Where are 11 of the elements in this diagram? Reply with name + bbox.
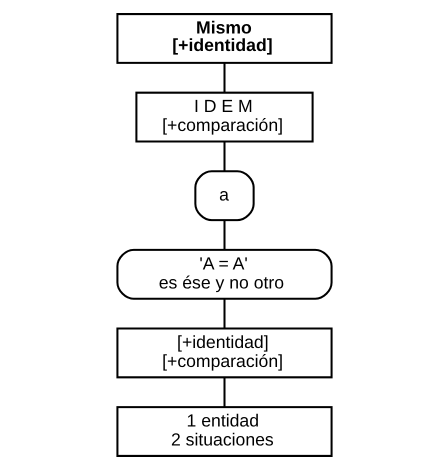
connector bbox=[222, 298, 226, 328]
connector bbox=[222, 220, 226, 250]
node-box: 'A = A' es ése y no otro bbox=[116, 248, 332, 300]
node-box: a bbox=[194, 170, 254, 222]
connector bbox=[222, 62, 226, 92]
connector bbox=[222, 377, 226, 407]
node-box: Mismo [+identidad] bbox=[116, 13, 332, 64]
node-box: 1 entidad 2 situaciones bbox=[116, 406, 332, 457]
node-box: [+identidad] [+comparación] bbox=[116, 328, 332, 378]
node-box: I D E M [+comparación] bbox=[134, 92, 314, 142]
connector bbox=[222, 142, 226, 171]
